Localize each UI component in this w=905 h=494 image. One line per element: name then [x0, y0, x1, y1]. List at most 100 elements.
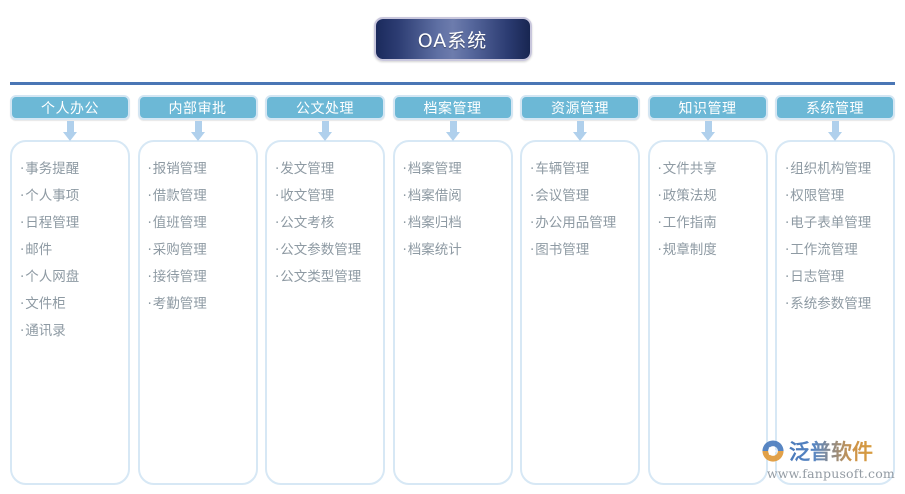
- list-item-label: 规章制度: [662, 242, 717, 258]
- list-item-label: 系统参数管理: [790, 296, 872, 312]
- list-item[interactable]: ·组织机构管理: [785, 156, 893, 183]
- list-item[interactable]: ·发文管理: [275, 156, 383, 183]
- list-item[interactable]: ·档案借阅: [403, 183, 511, 210]
- bullet-icon: ·: [657, 161, 662, 177]
- module-column: 公文处理·发文管理·收文管理·公文考核·公文参数管理·公文类型管理: [265, 95, 385, 487]
- bullet-icon: ·: [402, 188, 407, 204]
- module-columns: 个人办公·事务提醒·个人事项·日程管理·邮件·个人网盘·文件柜·通讯录内部审批·…: [10, 95, 895, 487]
- list-item[interactable]: ·办公用品管理: [530, 210, 638, 237]
- list-item[interactable]: ·系统参数管理: [785, 291, 893, 318]
- bullet-icon: ·: [147, 215, 152, 231]
- column-header-label: 内部审批: [168, 100, 227, 117]
- bullet-icon: ·: [785, 215, 790, 231]
- column-header-label: 知识管理: [678, 100, 737, 117]
- column-header-3[interactable]: 公文处理: [265, 95, 385, 120]
- diagram-title-box: OA系统: [373, 17, 532, 61]
- list-item[interactable]: ·个人事项: [20, 183, 128, 210]
- list-item[interactable]: ·档案归档: [403, 210, 511, 237]
- column-header-7[interactable]: 系统管理: [775, 95, 895, 120]
- column-header-2[interactable]: 内部审批: [137, 95, 258, 120]
- list-item[interactable]: ·个人网盘: [20, 264, 128, 291]
- list-item[interactable]: ·事务提醒: [20, 156, 128, 183]
- list-item-label: 会议管理: [535, 188, 590, 204]
- column-header-label: 公文处理: [296, 100, 354, 117]
- list-item-label: 考勤管理: [152, 296, 207, 312]
- list-item[interactable]: ·日程管理: [20, 210, 128, 237]
- column-header-5[interactable]: 资源管理: [520, 95, 640, 120]
- list-item-label: 日程管理: [25, 215, 80, 231]
- brand-url: www.fanpusoft.com: [766, 465, 895, 481]
- list-item[interactable]: ·规章制度: [658, 237, 766, 264]
- list-item[interactable]: ·电子表单管理: [785, 210, 893, 237]
- bullet-icon: ·: [20, 161, 25, 177]
- column-header-label: 档案管理: [423, 100, 482, 117]
- list-item-label: 档案归档: [407, 215, 462, 231]
- list-item-label: 事务提醒: [25, 161, 80, 177]
- list-item[interactable]: ·值班管理: [148, 210, 256, 237]
- list-item[interactable]: ·通讯录: [20, 318, 128, 345]
- list-item[interactable]: ·邮件: [20, 237, 128, 264]
- horizontal-divider: [10, 82, 895, 85]
- list-item-label: 工作流管理: [790, 242, 858, 258]
- list-item-label: 工作指南: [662, 215, 717, 231]
- list-item[interactable]: ·工作流管理: [785, 237, 893, 264]
- module-column: 资源管理·车辆管理·会议管理·办公用品管理·图书管理: [520, 95, 640, 487]
- list-item[interactable]: ·图书管理: [530, 237, 638, 264]
- list-item[interactable]: ·文件柜: [20, 291, 128, 318]
- column-body: ·车辆管理·会议管理·办公用品管理·图书管理: [520, 140, 640, 485]
- module-column: 档案管理·档案管理·档案借阅·档案归档·档案统计: [392, 95, 513, 487]
- bullet-icon: ·: [657, 242, 662, 258]
- list-item-label: 借款管理: [152, 188, 207, 204]
- list-item[interactable]: ·工作指南: [658, 210, 766, 237]
- bullet-icon: ·: [402, 242, 407, 258]
- arrow-down-icon: [318, 121, 332, 141]
- list-item[interactable]: ·收文管理: [275, 183, 383, 210]
- bullet-icon: ·: [147, 161, 152, 177]
- list-item[interactable]: ·接待管理: [148, 264, 256, 291]
- list-item[interactable]: ·公文参数管理: [275, 237, 383, 264]
- bullet-icon: ·: [275, 269, 280, 285]
- bullet-icon: ·: [275, 188, 280, 204]
- list-item[interactable]: ·档案统计: [403, 237, 511, 264]
- list-item-label: 公文考核: [280, 215, 335, 231]
- list-item-label: 接待管理: [152, 269, 207, 285]
- column-body: ·文件共享·政策法规·工作指南·规章制度: [647, 140, 768, 485]
- list-item-label: 值班管理: [152, 215, 207, 231]
- list-item-label: 车辆管理: [535, 161, 590, 177]
- list-item[interactable]: ·车辆管理: [530, 156, 638, 183]
- list-item[interactable]: ·考勤管理: [148, 291, 256, 318]
- list-item[interactable]: ·会议管理: [530, 183, 638, 210]
- column-header-4[interactable]: 档案管理: [392, 95, 513, 120]
- bullet-icon: ·: [20, 296, 25, 312]
- list-item-label: 邮件: [25, 242, 53, 258]
- list-item[interactable]: ·公文考核: [275, 210, 383, 237]
- column-body: ·档案管理·档案借阅·档案归档·档案统计: [392, 140, 513, 485]
- list-item-label: 政策法规: [662, 188, 717, 204]
- list-item-label: 权限管理: [790, 188, 845, 204]
- bullet-icon: ·: [275, 215, 280, 231]
- list-item[interactable]: ·采购管理: [148, 237, 256, 264]
- column-header-label: 资源管理: [551, 100, 609, 117]
- bullet-icon: ·: [785, 161, 790, 177]
- column-header-1[interactable]: 个人办公: [10, 95, 130, 120]
- module-column: 个人办公·事务提醒·个人事项·日程管理·邮件·个人网盘·文件柜·通讯录: [10, 95, 130, 487]
- list-item[interactable]: ·公文类型管理: [275, 264, 383, 291]
- list-item-label: 个人网盘: [25, 269, 80, 285]
- list-item[interactable]: ·档案管理: [403, 156, 511, 183]
- bullet-icon: ·: [20, 323, 25, 339]
- list-item[interactable]: ·报销管理: [148, 156, 256, 183]
- list-item[interactable]: ·日志管理: [785, 264, 893, 291]
- bullet-icon: ·: [530, 242, 535, 258]
- list-item[interactable]: ·权限管理: [785, 183, 893, 210]
- list-item[interactable]: ·政策法规: [658, 183, 766, 210]
- arrow-down-icon: [573, 121, 587, 141]
- arrow-down-icon: [63, 121, 77, 141]
- arrow-down-icon: [828, 121, 842, 141]
- bullet-icon: ·: [147, 269, 152, 285]
- list-item[interactable]: ·借款管理: [148, 183, 256, 210]
- column-header-6[interactable]: 知识管理: [647, 95, 768, 120]
- list-item[interactable]: ·文件共享: [658, 156, 766, 183]
- list-item-label: 组织机构管理: [790, 161, 872, 177]
- list-item-label: 办公用品管理: [535, 215, 617, 231]
- bullet-icon: ·: [20, 269, 25, 285]
